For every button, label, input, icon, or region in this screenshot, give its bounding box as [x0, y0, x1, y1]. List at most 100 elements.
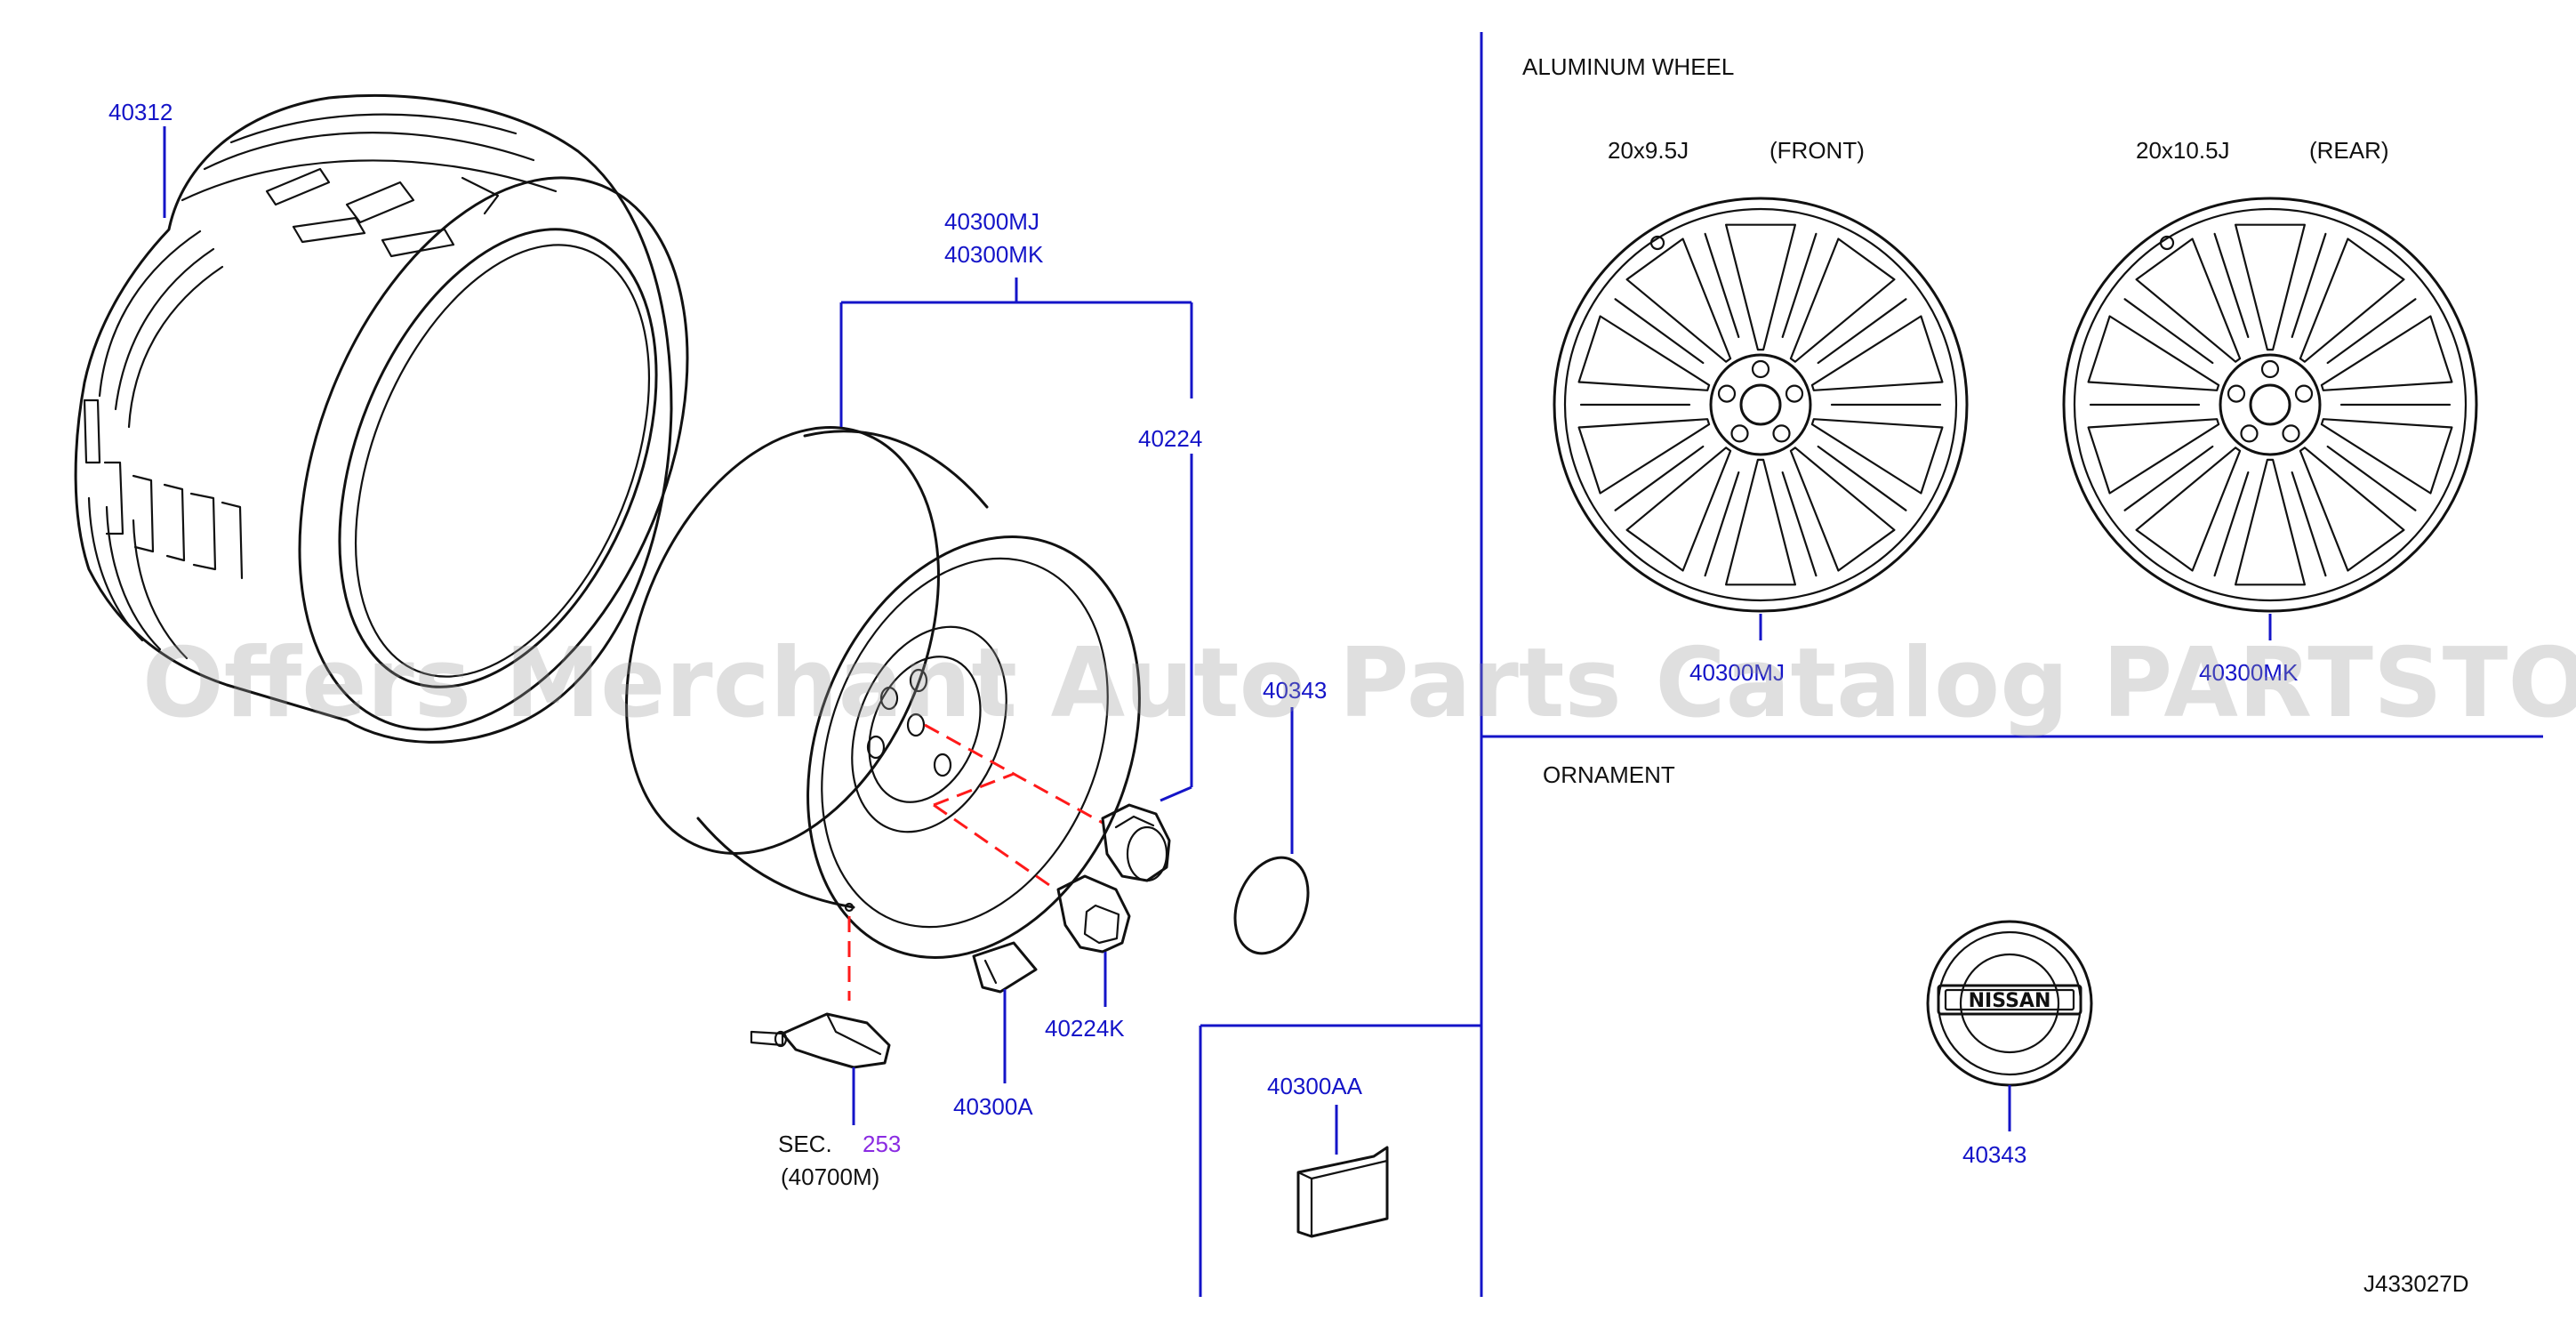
tire-drawing[interactable]: [74, 94, 762, 787]
front-wheel-spoke-line: [1817, 445, 1907, 511]
rear-wheel-hub: [2219, 353, 2322, 456]
rear-wheel-spoke-window: [2235, 458, 2306, 586]
front-alloy-wheel[interactable]: [1553, 197, 1969, 613]
front-wheel-lug-hole: [1751, 359, 1770, 379]
front-wheel-lug-hole: [1730, 424, 1749, 443]
diagram-code: J433027D: [2363, 1270, 2469, 1297]
rear-wheel-spoke-line: [2213, 471, 2250, 577]
emblem-text: NISSAN: [1969, 990, 2051, 1012]
front-wheel-spoke-window: [1789, 237, 1896, 363]
front-wheel-lug-hole: [1717, 384, 1737, 403]
balance-weight[interactable]: [972, 941, 1038, 994]
rear-wheel-spoke-line: [2291, 232, 2327, 339]
front-position-label: (FRONT): [1769, 137, 1865, 164]
front-wheel-spoke-line: [1614, 445, 1705, 511]
front-wheel-spoke-window: [1810, 418, 1944, 495]
panel-dividers: [1199, 32, 2543, 1297]
adhesive-callout: 40300AA: [1267, 1073, 1363, 1155]
rear-wheel-lug-hole: [2260, 359, 2280, 379]
installation-lines: [847, 723, 1103, 1001]
adhesive-part-label[interactable]: 40300AA: [1267, 1073, 1363, 1099]
rear-wheel-lug-hole: [2227, 384, 2246, 403]
front-wheel-spoke-line: [1704, 232, 1740, 339]
rear-wheel-spoke-line: [2291, 471, 2327, 577]
rear-wheel-spoke-window: [2320, 315, 2453, 391]
sensor-part-label[interactable]: (40700M): [781, 1163, 879, 1190]
rear-wheel-center-bore: [2249, 383, 2291, 426]
rear-alloy-wheel[interactable]: [2062, 197, 2478, 613]
front-wheel-spoke-line: [1704, 471, 1740, 577]
ornament-panel: ORNAMENT NISSAN 40343: [1543, 761, 2093, 1168]
sensor-callout: SEC. 253 (40700M): [778, 1067, 901, 1190]
rear-wheel-lug-hole: [2282, 424, 2300, 443]
cap-callout: 40343: [1263, 677, 1327, 854]
rear-wheel-spoke-window: [2299, 237, 2405, 363]
nissan-emblem[interactable]: NISSAN: [1926, 920, 2093, 1087]
aluminum-wheel-title: ALUMINUM WHEEL: [1522, 53, 1734, 80]
front-wheel-part-label[interactable]: 40300MJ: [1689, 659, 1785, 686]
wheel-part-label-1[interactable]: 40300MJ: [944, 208, 1039, 235]
rear-wheel-spoke-window: [2135, 447, 2242, 572]
tpms-sensor[interactable]: [750, 1012, 891, 1069]
front-wheel-lug-hole: [1785, 384, 1804, 403]
front-wheel-spoke-line: [1614, 298, 1705, 365]
lock-nut[interactable]: [1056, 874, 1131, 954]
rear-size-label: 20x10.5J: [2136, 137, 2230, 164]
rear-wheel-outer-rim: [2062, 197, 2478, 613]
front-wheel-lug-hole: [1772, 424, 1791, 443]
front-size-label: 20x9.5J: [1608, 137, 1689, 164]
rear-wheel-spoke-window: [2299, 447, 2405, 572]
lock-nut-part-label[interactable]: 40224K: [1045, 1015, 1125, 1042]
front-wheel-spoke-line: [1781, 232, 1818, 339]
cap-part-label[interactable]: 40343: [1263, 677, 1327, 704]
adhesive-weight[interactable]: [1296, 1146, 1389, 1238]
ornament-part-label[interactable]: 40343: [1962, 1141, 2026, 1168]
rear-wheel-valve: [2159, 235, 2175, 251]
rear-wheel-spoke-line: [2123, 298, 2214, 365]
front-wheel-spoke-window: [1577, 418, 1711, 495]
tire-callout: 40312: [108, 99, 173, 218]
nut-part-label[interactable]: 40224: [1138, 425, 1202, 452]
front-wheel-spoke-line: [1781, 471, 1818, 577]
wheel-nut[interactable]: [1101, 803, 1171, 882]
weight-callout: 40300A: [953, 989, 1033, 1120]
wheel-drawing[interactable]: [567, 381, 1200, 1007]
wheel-callout: 40300MJ 40300MK 40224: [839, 208, 1202, 802]
front-wheel-spoke-window: [1625, 447, 1732, 572]
wheel-part-label-2[interactable]: 40300MK: [944, 241, 1044, 268]
front-wheel-inner-rim: [1563, 207, 1958, 602]
front-wheel-spoke-window: [1625, 237, 1732, 363]
ornament-title: ORNAMENT: [1543, 761, 1675, 788]
watermark: Offers Merchant Auto Parts Catalog PARTS…: [142, 628, 2576, 739]
front-wheel-spoke-window: [1725, 223, 1796, 351]
rear-position-label: (REAR): [2309, 137, 2389, 164]
weight-part-label[interactable]: 40300A: [953, 1093, 1033, 1120]
rear-wheel-spoke-window: [2135, 237, 2242, 363]
rear-wheel-lug-hole: [2294, 384, 2314, 403]
rear-wheel-spoke-line: [2213, 232, 2250, 339]
front-wheel-spoke-window: [1725, 458, 1796, 586]
rear-wheel-lug-hole: [2240, 424, 2259, 443]
rear-wheel-spoke-window: [2320, 418, 2453, 495]
rear-wheel-part-label[interactable]: 40300MK: [2199, 659, 2299, 686]
rear-wheel-spoke-window: [2235, 223, 2306, 351]
rear-wheel-spoke-window: [2087, 418, 2220, 495]
rear-wheel-spoke-window: [2087, 315, 2220, 391]
sensor-sec-link[interactable]: 253: [863, 1131, 901, 1157]
center-cap[interactable]: [1222, 847, 1321, 964]
front-wheel-outer-rim: [1553, 197, 1969, 613]
front-wheel-spoke-window: [1789, 447, 1896, 572]
front-wheel-spoke-window: [1810, 315, 1944, 391]
front-wheel-spoke-window: [1577, 315, 1711, 391]
aluminum-wheel-panel: ALUMINUM WHEEL 20x9.5J (FRONT) 20x10.5J …: [1522, 53, 2478, 686]
rear-wheel-inner-rim: [2073, 207, 2468, 602]
tire-part-label[interactable]: 40312: [108, 99, 173, 125]
front-wheel-hub: [1709, 353, 1812, 456]
lock-nut-callout: 40224K: [1045, 952, 1125, 1042]
rear-wheel-spoke-line: [2123, 445, 2214, 511]
rear-wheel-spoke-line: [2326, 445, 2417, 511]
front-wheel-valve: [1649, 235, 1665, 251]
front-wheel-center-bore: [1739, 383, 1782, 426]
